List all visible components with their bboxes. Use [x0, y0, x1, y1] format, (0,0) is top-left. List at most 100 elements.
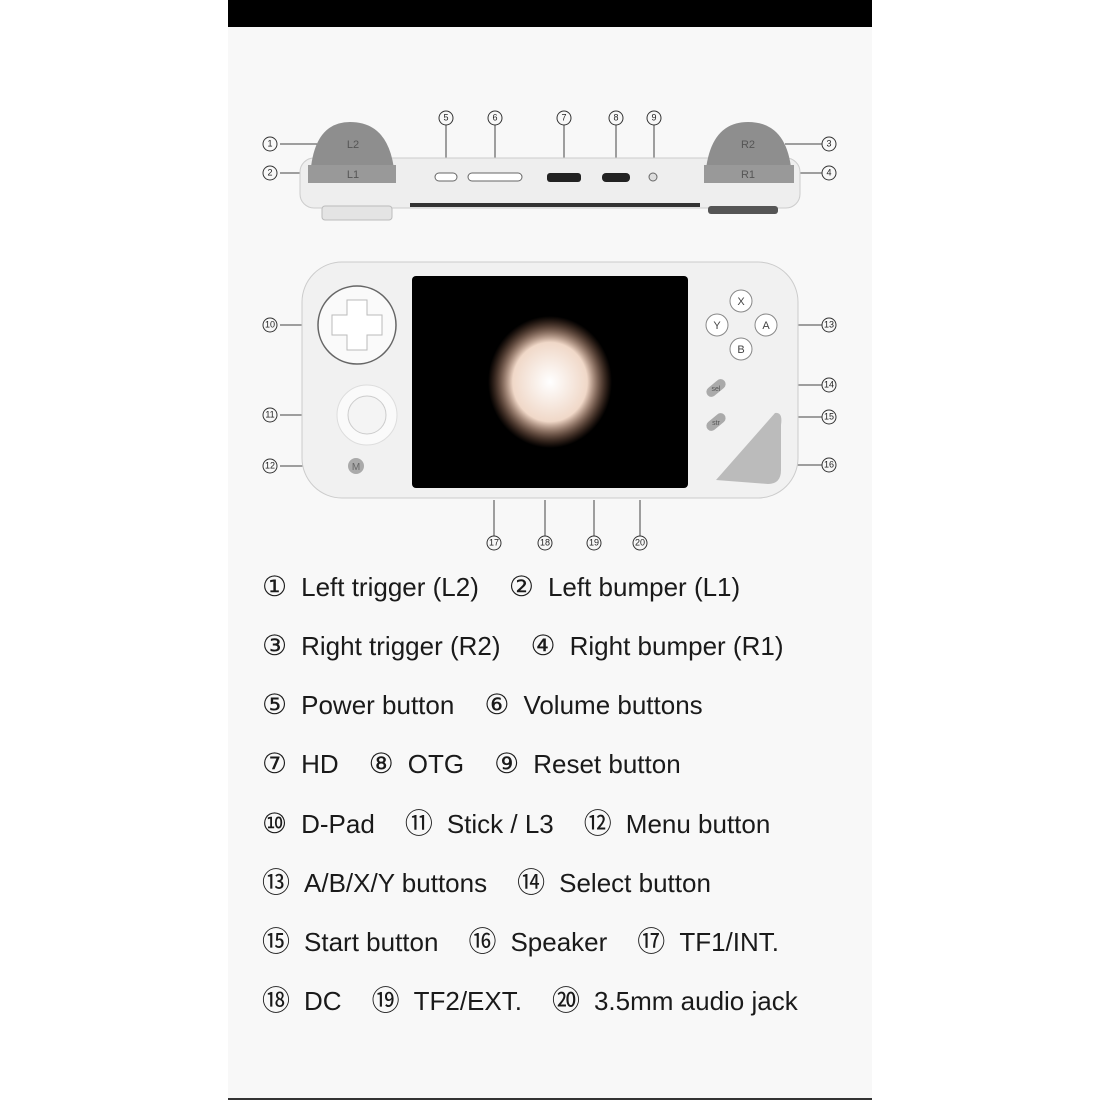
- legend-number: ⑯: [468, 926, 497, 957]
- legend-item: ① Left trigger (L2): [262, 571, 479, 603]
- legend-item: ④ Right bumper (R1): [530, 630, 784, 662]
- callout-3: 3: [821, 136, 837, 152]
- legend-item: ⑫ Menu button: [583, 808, 771, 840]
- legend-row: ③ Right trigger (R2) ④ Right bumper (R1): [262, 630, 784, 662]
- callout-9: 9: [646, 110, 662, 126]
- legend-number: ⑳: [551, 985, 580, 1016]
- legend-number: ⑧: [368, 748, 394, 779]
- legend-number: ③: [262, 630, 288, 661]
- legend-number: ⑱: [262, 985, 291, 1016]
- callout-4: 4: [821, 165, 837, 181]
- legend-number: ⑨: [494, 748, 520, 779]
- legend-item: ③ Right trigger (R2): [262, 630, 501, 662]
- callout-19: 19: [586, 535, 602, 551]
- callout-20: 20: [632, 535, 648, 551]
- svg-text:X: X: [737, 296, 745, 308]
- legend-number: ⑲: [371, 985, 400, 1016]
- legend-row: ⑱ DC ⑲ TF2/EXT. ⑳ 3.5mm audio jack: [262, 985, 798, 1017]
- legend-row: ⑩ D-Pad ⑪ Stick / L3 ⑫ Menu button: [262, 808, 771, 840]
- legend-item: ⑨ Reset button: [494, 748, 681, 780]
- hdmi-port: [547, 173, 581, 182]
- legend-item: ⑧ OTG: [368, 748, 465, 780]
- legend-number: ⑥: [484, 689, 510, 720]
- svg-text:str: str: [712, 420, 720, 427]
- volume-buttons: [467, 172, 523, 182]
- l1-bumper: [308, 165, 396, 183]
- callout-1: 1: [262, 136, 278, 152]
- legend-label: Menu button: [625, 809, 771, 839]
- svg-text:B: B: [737, 344, 744, 356]
- legend-item: ⑯ Speaker: [468, 926, 608, 958]
- legend-item: ⑲ TF2/EXT.: [371, 985, 522, 1017]
- legend-label: DC: [304, 986, 342, 1016]
- svg-text:L1: L1: [347, 169, 359, 181]
- svg-text:R2: R2: [741, 139, 755, 151]
- legend-number: ⑩: [262, 808, 288, 839]
- callout-8: 8: [608, 110, 624, 126]
- legend-label: Right trigger (R2): [301, 631, 501, 661]
- legend-row: ⑮ Start button ⑯ Speaker ⑰ TF1/INT.: [262, 926, 779, 958]
- legend-label: Reset button: [533, 749, 681, 779]
- svg-text:A: A: [762, 320, 770, 332]
- speaker: [716, 412, 782, 484]
- legend-number: ⑪: [404, 808, 433, 839]
- legend-number: ①: [262, 571, 288, 602]
- top-bar: [228, 0, 872, 27]
- callout-11: 11: [262, 407, 278, 423]
- callout-18: 18: [537, 535, 553, 551]
- legend-label: Stick / L3: [446, 809, 554, 839]
- callout-2: 2: [262, 165, 278, 181]
- legend-label: Speaker: [510, 927, 608, 957]
- legend-item: ⑥ Volume buttons: [484, 689, 703, 721]
- legend-number: ②: [508, 571, 534, 602]
- legend-number: ⑤: [262, 689, 288, 720]
- callout-10: 10: [262, 317, 278, 333]
- legend-item: ⑮ Start button: [262, 926, 439, 958]
- callout-13: 13: [821, 317, 837, 333]
- svg-text:M: M: [352, 462, 360, 473]
- legend-label: Right bumper (R1): [569, 631, 784, 661]
- legend-label: HD: [301, 749, 339, 779]
- legend-label: TF2/EXT.: [413, 986, 522, 1016]
- legend-item: ⑱ DC: [262, 985, 342, 1017]
- callout-15: 15: [821, 409, 837, 425]
- legend-number: ⑮: [262, 926, 291, 957]
- legend-number: ⑭: [517, 867, 546, 898]
- callout-12: 12: [262, 458, 278, 474]
- callout-6: 6: [487, 110, 503, 126]
- callout-7: 7: [556, 110, 572, 126]
- legend-item: ⑪ Stick / L3: [404, 808, 554, 840]
- legend-row: ⑤ Power button ⑥ Volume buttons: [262, 689, 703, 721]
- svg-text:Y: Y: [713, 320, 721, 332]
- legend-item: ⑰ TF1/INT.: [637, 926, 779, 958]
- legend-label: 3.5mm audio jack: [593, 986, 798, 1016]
- legend-label: Power button: [301, 690, 455, 720]
- legend-label: Start button: [304, 927, 439, 957]
- usb-c-port: [602, 173, 630, 182]
- legend-label: D-Pad: [301, 809, 375, 839]
- svg-text:L2: L2: [347, 139, 359, 151]
- legend-label: Volume buttons: [523, 690, 703, 720]
- legend-label: Select button: [559, 868, 711, 898]
- legend-item: ⑤ Power button: [262, 689, 455, 721]
- legend-number: ④: [530, 630, 556, 661]
- device-front-view: M X Y A B sel str: [301, 261, 799, 499]
- legend-item: ⑳ 3.5mm audio jack: [551, 985, 798, 1017]
- legend-number: ⑰: [637, 926, 666, 957]
- callout-17: 17: [486, 535, 502, 551]
- legend-label: Left trigger (L2): [301, 572, 479, 602]
- svg-text:R1: R1: [741, 169, 755, 181]
- svg-text:sel: sel: [712, 386, 721, 393]
- callout-5: 5: [438, 110, 454, 126]
- legend-label: OTG: [407, 749, 465, 779]
- power-button: [434, 172, 458, 182]
- legend-number: ⑫: [583, 808, 612, 839]
- legend-label: TF1/INT.: [679, 927, 779, 957]
- r1-bumper: [704, 165, 794, 183]
- device-diagram: L2 L1 R2 R1 M X Y A B sel str: [280, 122, 822, 536]
